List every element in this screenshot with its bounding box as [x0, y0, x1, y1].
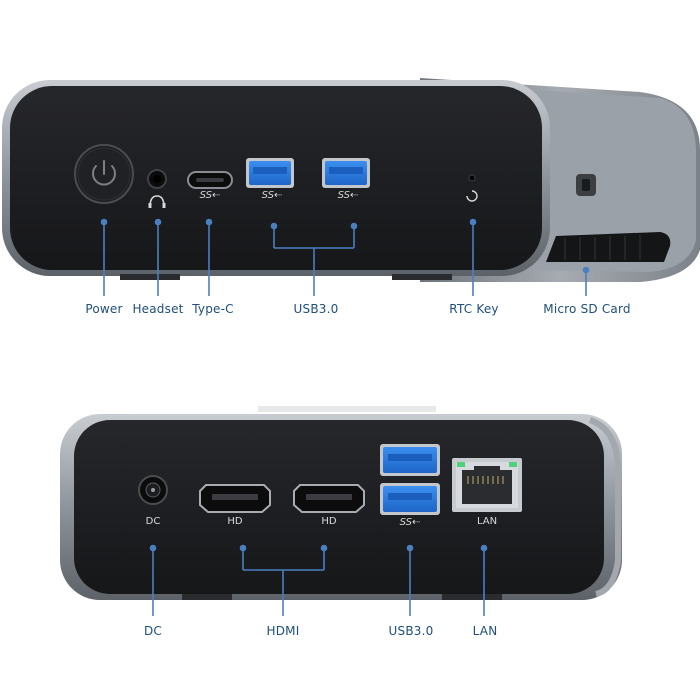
usb2-ss-mark: SS⇠ — [337, 190, 359, 201]
dc-panel-mark: DC — [145, 516, 161, 527]
rtc-key — [466, 174, 478, 202]
bottom-callout-lines — [149, 544, 488, 616]
hdmi2-panel-mark: HD — [321, 516, 337, 527]
usb-port-2 — [322, 158, 370, 188]
label-usb-top: USB3.0 — [293, 302, 339, 316]
usb1-ss-mark: SS⇠ — [261, 190, 283, 201]
label-lan: LAN — [472, 624, 498, 638]
micro-sd-slot — [546, 232, 671, 262]
hdmi-port-2 — [293, 484, 365, 513]
label-usb-bottom: USB3.0 — [388, 624, 434, 638]
top-device — [2, 78, 700, 296]
label-power: Power — [85, 302, 123, 316]
dc-jack — [138, 475, 168, 505]
lan-port — [452, 458, 522, 512]
hdmi-port-1 — [199, 484, 271, 513]
label-rtc-key: RTC Key — [449, 302, 499, 316]
type-c-ss-mark: SS⇠ — [199, 190, 221, 201]
usb-port-1 — [246, 158, 294, 188]
label-headset: Headset — [132, 302, 184, 316]
label-hdmi: HDMI — [266, 624, 300, 638]
top-callout-lines — [100, 218, 590, 296]
label-dc: DC — [143, 624, 163, 638]
hdmi1-panel-mark: HD — [227, 516, 243, 527]
usb-port-stack — [380, 444, 440, 515]
label-micro-sd: Micro SD Card — [543, 302, 631, 316]
power-button — [74, 144, 134, 204]
headset-jack — [147, 169, 167, 208]
label-type-c: Type-C — [192, 302, 234, 316]
lan-panel-mark: LAN — [476, 516, 498, 527]
bottom-device — [60, 406, 622, 616]
usb-panel-mark: SS⇠ — [399, 517, 421, 528]
type-c-port — [187, 171, 233, 189]
